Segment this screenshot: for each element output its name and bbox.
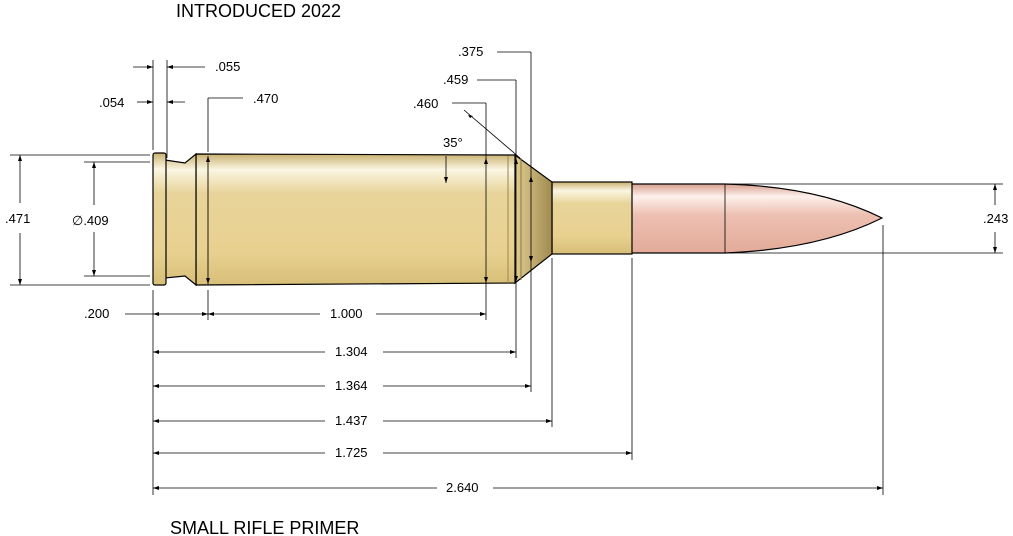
dim-shoulder-angle: 35° xyxy=(443,135,463,150)
dim-to-neck: 1.364 xyxy=(335,378,368,393)
dim-base-diameter: .470 xyxy=(253,91,278,106)
dim-shoulder-diameter: .460 xyxy=(413,96,438,111)
case-neck xyxy=(551,181,633,255)
dim-bullet-diameter: .243 xyxy=(983,211,1008,226)
extractor-groove xyxy=(164,152,197,287)
dim-neck-inner: .375 xyxy=(458,44,483,59)
dim-to-shoulder: 1.304 xyxy=(335,344,368,359)
dim-base-to-body: .200 xyxy=(84,306,109,321)
dim-body-length: 1.000 xyxy=(330,306,363,321)
bullet xyxy=(629,183,884,254)
dim-rim-thickness: .055 xyxy=(215,59,240,74)
dim-extractor-groove: .054 xyxy=(99,95,124,110)
introduced-label: INTRODUCED 2022 xyxy=(176,1,341,21)
primer-label: SMALL RIFLE PRIMER xyxy=(170,518,359,536)
dim-rim-diameter: .471 xyxy=(5,211,30,226)
dimension-lines xyxy=(18,51,997,490)
dim-to-ogive: 1.725 xyxy=(335,445,368,460)
dim-neck-outer: .459 xyxy=(443,72,468,87)
dim-head-diameter: ∅.409 xyxy=(72,213,109,228)
cartridge xyxy=(152,152,884,287)
dim-case-length: 1.437 xyxy=(335,413,368,428)
extension-lines xyxy=(10,52,1003,495)
case-rim xyxy=(152,152,167,286)
case-body xyxy=(195,153,516,286)
dim-overall-length: 2.640 xyxy=(446,480,479,495)
